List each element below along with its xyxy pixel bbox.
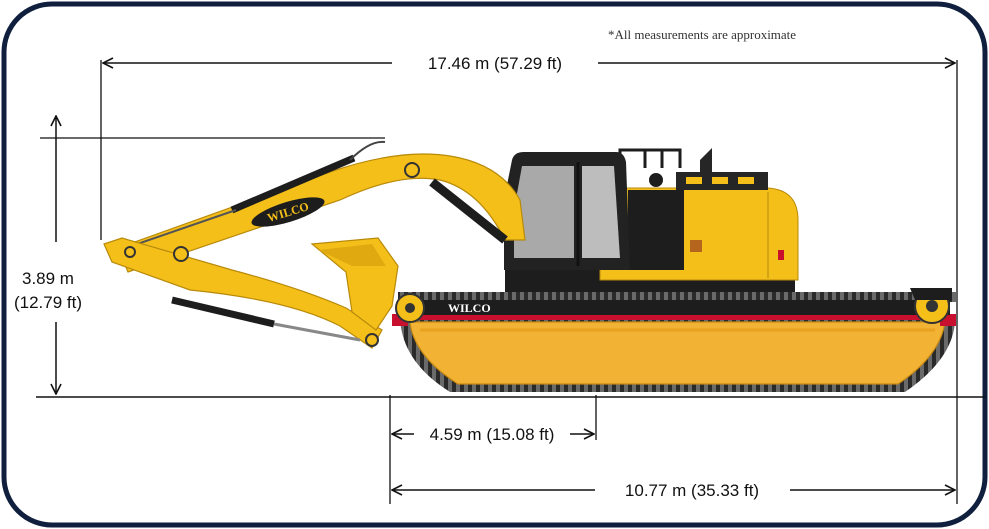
front-overhang-label: 4.59 m (15.08 ft) xyxy=(430,425,555,444)
track-top xyxy=(398,292,956,302)
boom-cylinder xyxy=(230,154,356,214)
pontoon-hull xyxy=(400,318,955,392)
pontoon-length-label: 10.77 m (35.33 ft) xyxy=(625,481,759,500)
lift-cylinder xyxy=(429,178,508,244)
measurement-note: *All measurements are approximate xyxy=(608,27,796,42)
height-label-imperial: (12.79 ft) xyxy=(14,293,82,312)
bucket-cylinder xyxy=(171,296,275,328)
pontoon-brand-label: WILCO xyxy=(448,301,491,315)
stick-arm xyxy=(103,237,383,349)
height-dimension: 3.89 m (12.79 ft) xyxy=(14,116,385,394)
operator-cab xyxy=(504,152,630,270)
pontoon-length-dimension: 10.77 m (35.33 ft) xyxy=(392,481,955,500)
amphibious-excavator-illustration: WILCO xyxy=(103,140,956,392)
height-label-metric: 3.89 m xyxy=(22,269,74,288)
track-red-rail xyxy=(392,314,956,326)
overall-length-dimension: 17.46 m (57.29 ft) xyxy=(100,54,958,504)
front-overhang-dimension: 4.59 m (15.08 ft) xyxy=(389,395,597,504)
front-idler-wheel xyxy=(395,293,425,323)
side-panel xyxy=(628,190,684,270)
track-frame xyxy=(400,300,950,315)
overall-length-label: 17.46 m (57.29 ft) xyxy=(428,54,562,73)
